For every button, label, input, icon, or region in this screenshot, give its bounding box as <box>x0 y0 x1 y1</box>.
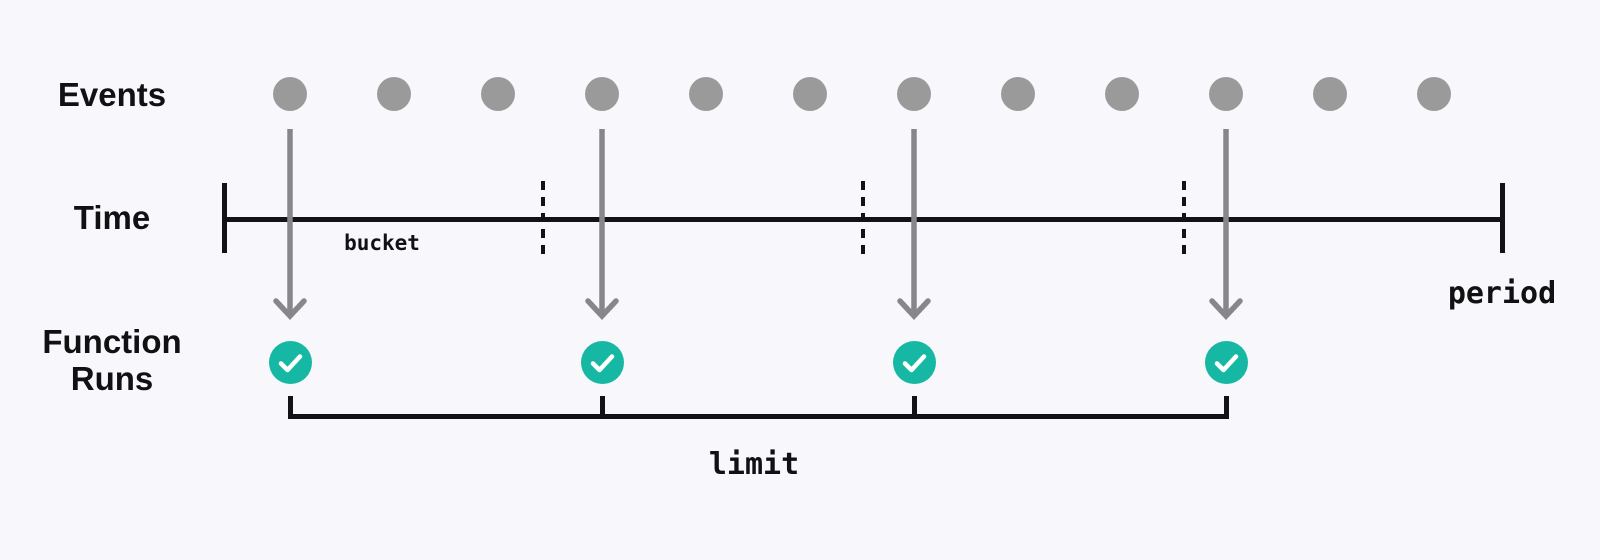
event-to-run-arrow <box>897 129 931 321</box>
function-runs-label-line2: Runs <box>70 360 154 397</box>
bucket-label: bucket <box>344 231 420 255</box>
event-dot <box>481 77 515 111</box>
timeline-end-cap <box>1500 183 1505 253</box>
bucket-divider-dashed-line <box>541 181 545 256</box>
event-dot <box>1105 77 1139 111</box>
arrow-head-icon <box>273 298 307 321</box>
function-run-check <box>1204 340 1248 384</box>
checkmark-icon <box>902 353 926 372</box>
event-to-run-arrow <box>585 129 619 321</box>
limit-label: limit <box>708 447 800 482</box>
event-dot <box>377 77 411 111</box>
function-run-check <box>580 340 624 384</box>
checkmark-icon <box>278 353 302 372</box>
checkmark-icon <box>590 353 614 372</box>
event-dot <box>1417 77 1451 111</box>
bucket-divider-dashed-line <box>1182 181 1186 256</box>
event-to-run-arrow <box>273 129 307 321</box>
function-run-check <box>268 340 312 384</box>
bucket-divider-dashed-line <box>861 181 865 256</box>
event-to-run-arrow <box>1209 129 1243 321</box>
event-dot <box>585 77 619 111</box>
period-label: period <box>1447 276 1557 311</box>
limit-bracket-tick <box>911 396 917 419</box>
limit-bracket-tick <box>1223 396 1229 419</box>
function-runs-label-line1: Function <box>42 323 182 360</box>
function-runs-row-label: Function Runs <box>0 323 224 397</box>
events-row-label: Events <box>57 76 167 113</box>
arrow-head-icon <box>897 298 931 321</box>
limit-bracket-bar <box>287 414 1229 419</box>
event-dot <box>897 77 931 111</box>
event-dot <box>689 77 723 111</box>
checkmark-icon <box>1214 353 1238 372</box>
timeline-start-cap <box>222 183 227 253</box>
event-dot <box>793 77 827 111</box>
function-run-check <box>892 340 936 384</box>
limit-bracket-tick <box>287 396 293 419</box>
event-dot <box>273 77 307 111</box>
event-dot <box>1001 77 1035 111</box>
arrow-head-icon <box>1209 298 1243 321</box>
event-dot <box>1313 77 1347 111</box>
limit-bracket-tick <box>599 396 605 419</box>
time-row-label: Time <box>73 199 151 236</box>
event-dot <box>1209 77 1243 111</box>
arrow-head-icon <box>585 298 619 321</box>
